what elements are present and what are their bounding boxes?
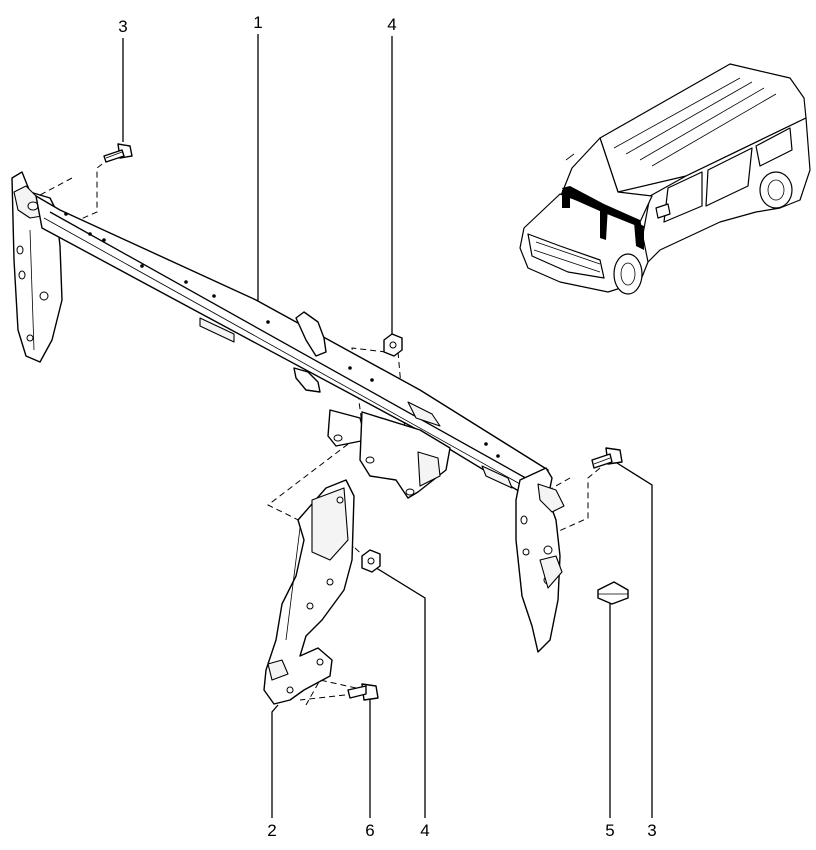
- part-3-bolt-right: [591, 447, 623, 469]
- part-6-bolt: [347, 683, 379, 701]
- part-2-support-bracket: [263, 479, 355, 705]
- callout-4-bottom: 4: [420, 821, 429, 840]
- callout-3-top: 3: [118, 17, 127, 36]
- part-5-clip: [597, 581, 629, 605]
- callout-3-right: 3: [647, 821, 656, 840]
- callout-6: 6: [365, 821, 374, 840]
- callout-2: 2: [267, 821, 276, 840]
- leader-lines: [122, 34, 653, 818]
- callout-4-top: 4: [387, 15, 396, 34]
- part-4-nut-bottom: [361, 549, 381, 573]
- part-4-nut-top: [383, 333, 403, 357]
- part-1-crossmember-beam: [11, 171, 565, 653]
- callout-5: 5: [605, 821, 614, 840]
- vehicle-location-illustration: [519, 63, 811, 295]
- part-3-bolt-top-left: [103, 143, 133, 163]
- callout-1: 1: [253, 13, 262, 32]
